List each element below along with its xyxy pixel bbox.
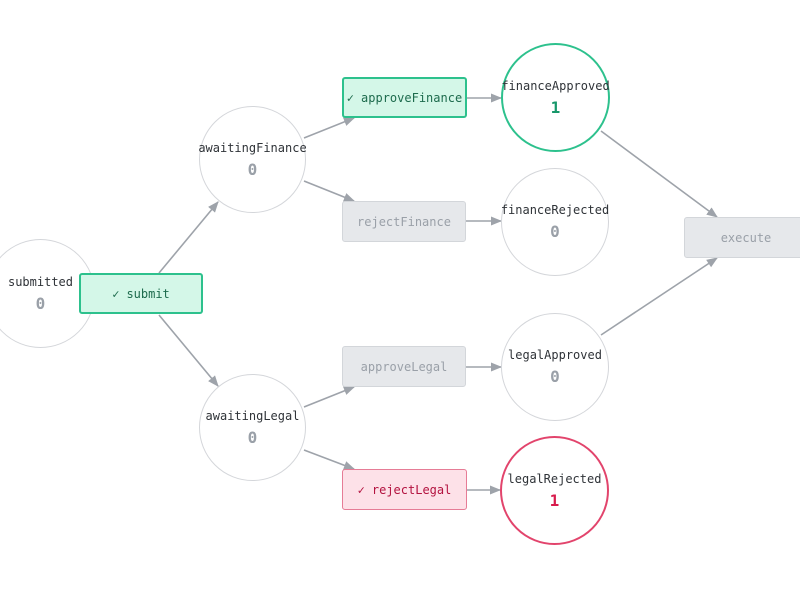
- token-count: 0: [247, 159, 258, 179]
- place-label: submitted: [7, 274, 74, 289]
- transition-approve-legal[interactable]: approveLegal: [342, 346, 466, 387]
- arc-submit-to-awaiting-legal: [158, 314, 219, 387]
- arc-awaiting-finance-to-approve-fin: [303, 117, 356, 139]
- place-label: awaitingLegal: [205, 408, 300, 423]
- transition-label: rejectFinance: [357, 214, 451, 229]
- place-label: financeRejected: [500, 203, 610, 217]
- place-awaiting-finance: awaitingFinance 0: [198, 106, 307, 213]
- place-finance-approved: financeApproved 1: [501, 43, 610, 152]
- arc-submit-to-awaiting-finance: [158, 201, 219, 274]
- check-icon: ✓: [112, 286, 120, 301]
- transition-label: approveFinance: [361, 90, 463, 105]
- arc-finance-approved-to-execute: [600, 130, 718, 218]
- arc-awaiting-legal-to-approve-legal: [303, 386, 356, 408]
- transition-label: approveLegal: [360, 359, 448, 374]
- place-legal-approved: legalApproved 0: [501, 313, 609, 421]
- token-count: 0: [550, 367, 560, 386]
- place-label: financeApproved: [501, 78, 610, 93]
- transition-approve-finance[interactable]: ✓ approveFinance: [342, 77, 467, 118]
- check-icon: ✓: [357, 482, 365, 497]
- transition-execute[interactable]: execute: [684, 217, 800, 258]
- token-count: 1: [549, 490, 560, 510]
- place-legal-rejected: legalRejected 1: [500, 436, 609, 545]
- token-count: 1: [550, 97, 561, 117]
- arc-legal-approved-to-execute: [600, 257, 718, 336]
- place-awaiting-legal: awaitingLegal 0: [199, 374, 306, 481]
- transition-reject-finance[interactable]: rejectFinance: [342, 201, 466, 242]
- place-label: legalApproved: [508, 348, 602, 362]
- token-count: 0: [550, 222, 560, 241]
- transition-label: rejectLegal: [371, 482, 452, 497]
- place-label: legalRejected: [507, 471, 602, 486]
- arc-awaiting-finance-to-reject-fin: [303, 180, 356, 202]
- token-count: 0: [247, 427, 258, 447]
- transition-label: submit: [126, 286, 170, 301]
- place-finance-rejected: financeRejected 0: [501, 168, 609, 276]
- arc-awaiting-legal-to-reject-legal: [303, 449, 356, 470]
- check-icon: ✓: [346, 90, 355, 105]
- place-label: awaitingFinance: [198, 140, 307, 155]
- transition-reject-legal[interactable]: ✓ rejectLegal: [342, 469, 467, 510]
- token-count: 0: [35, 293, 46, 313]
- transition-label: execute: [720, 230, 772, 245]
- transition-submit[interactable]: ✓ submit: [79, 273, 203, 314]
